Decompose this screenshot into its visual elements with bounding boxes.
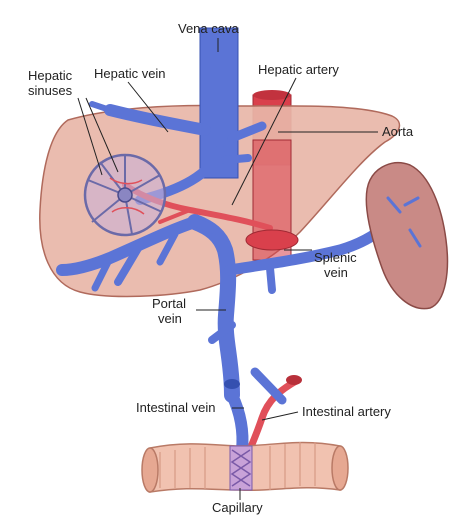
vein-opening: [224, 379, 240, 389]
label-splenic-vein-line1: Splenic: [314, 250, 357, 265]
portal-vein: [56, 214, 240, 403]
label-vena-cava: Vena cava: [178, 21, 239, 36]
aorta-top-opening: [253, 90, 291, 100]
label-hepatic-vein: Hepatic vein: [94, 66, 166, 81]
label-hepatic-sinuses-line2: sinuses: [28, 83, 73, 98]
label-intestinal-artery: Intestinal artery: [302, 404, 391, 419]
splenic-vein-branches-in-spleen: [386, 196, 422, 248]
intestinal-vein-branch: [250, 367, 287, 405]
capillary-network: [229, 445, 253, 491]
leader-lines: [77, 38, 378, 500]
label-intestinal-vein: Intestinal vein: [136, 400, 216, 415]
label-hepatic-artery: Hepatic artery: [258, 62, 339, 77]
hepatic-lobule: [83, 153, 167, 237]
label-splenic-vein-line2: vein: [324, 265, 348, 280]
label-capillary: Capillary: [212, 500, 263, 515]
intestine-left-end: [141, 447, 159, 493]
label-hepatic-sinuses-line1: Hepatic: [28, 68, 73, 83]
celiac-artery: [245, 229, 299, 251]
intestine-right-end: [331, 445, 349, 491]
intestine-folds: [159, 442, 316, 490]
label-portal-vein-line1: Portal: [152, 296, 186, 311]
spleen: [365, 161, 449, 310]
artery-opening: [286, 375, 302, 385]
label-portal-vein-line2: vein: [158, 311, 182, 326]
label-aorta: Aorta: [382, 124, 414, 139]
